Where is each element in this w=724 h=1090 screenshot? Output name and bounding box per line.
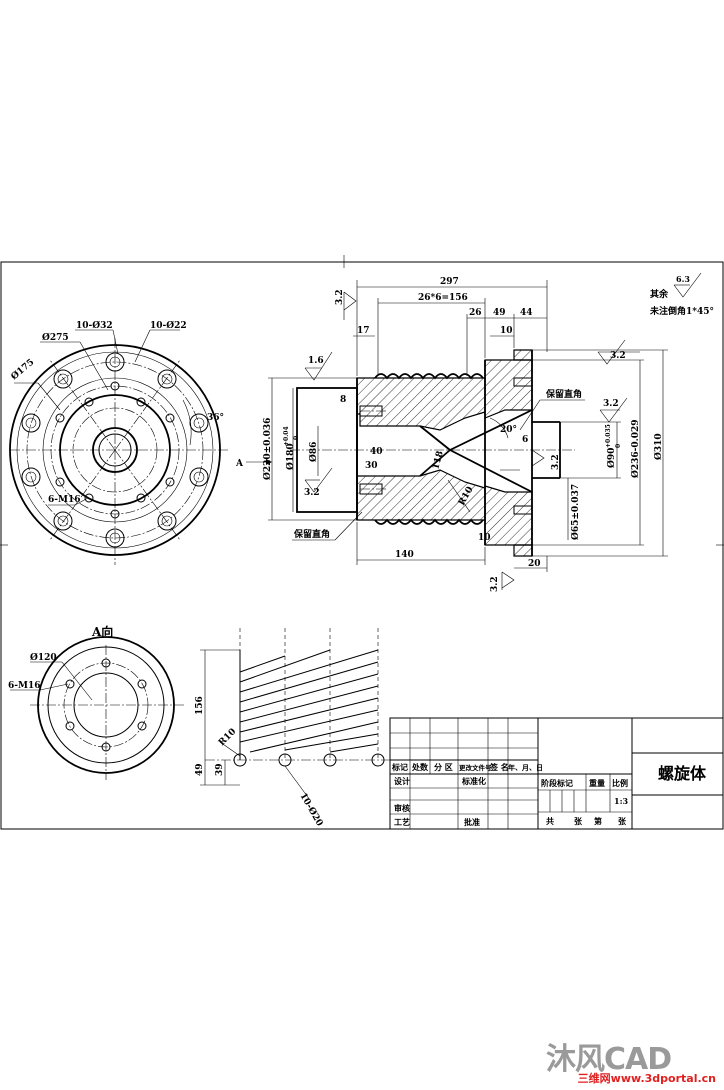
groove-dim-156: 156 (195, 696, 205, 715)
dim-44: 44 (520, 308, 533, 318)
tb-sheet-no: 第 (594, 816, 602, 826)
view-a-dia-120: Ø120 (30, 652, 57, 663)
roughness-face: 3.2 (551, 454, 561, 470)
tb-header-zone: 分 区 (434, 762, 453, 772)
tb-header-mark: 标记 (391, 762, 408, 772)
dia-180: Ø180 (285, 443, 296, 470)
dia-275-label: Ø275 (42, 332, 69, 343)
roughness-mid: 3.2 (304, 488, 320, 498)
dim-17: 17 (357, 326, 370, 336)
dim-6: 6 (522, 435, 528, 445)
overall-length: 297 (440, 277, 459, 287)
dim-118: 118 (431, 450, 446, 471)
threaded-holes-m16 (55, 381, 175, 519)
dim-20-bottom: 20 (528, 559, 541, 569)
watermark-logo: 沐风CAD (546, 1042, 672, 1077)
tb-scale: 比例 (612, 778, 628, 788)
title-block (389, 717, 724, 830)
dia-86: Ø86 (308, 442, 319, 462)
groove-dim-39: 39 (215, 763, 225, 776)
dim-40: 40 (370, 447, 383, 457)
dia-90: Ø90 (606, 448, 617, 468)
groove-dim-r10: R10 (217, 727, 238, 748)
thread-holes-label: 6-M16 (48, 495, 80, 505)
dia-65: Ø65±0.037 (570, 484, 581, 540)
dia-90-tol-lower: 0 (615, 444, 622, 448)
view-a (10, 636, 185, 780)
dia-220: Ø220±0.036 (262, 418, 273, 480)
tb-scale-value: 1:3 (614, 796, 629, 806)
view-a-thread-holes: 6-M16 (8, 681, 40, 691)
roughness-bore: 3.2 (603, 399, 619, 409)
tb-header-count: 处数 (411, 762, 429, 772)
roughness-symbols (304, 272, 702, 590)
section-dims (268, 280, 668, 572)
groove-holes-20: 10-Ø20 (297, 791, 325, 828)
notes-chamfer: 未注倒角1*45° (649, 305, 714, 317)
holes-32-label: 10-Ø32 (76, 320, 113, 331)
dim-10-bottom: 10 (478, 533, 491, 543)
groove-development (200, 628, 390, 801)
dia-175-label: Ø175 (9, 357, 36, 383)
dia-180-tol-lower: 0 (293, 436, 300, 440)
front-view (9, 329, 228, 565)
tb-stage-mark: 阶段标记 (541, 778, 573, 788)
tb-standard: 标准化 (461, 776, 486, 786)
tb-process: 工艺 (394, 817, 410, 827)
tb-header-change: 更改文件号 (459, 763, 492, 772)
roughness-top: 3.2 (335, 289, 345, 305)
tb-designer: 设计 (394, 776, 410, 786)
roughness-right: 3.2 (610, 351, 626, 361)
tb-weight: 重量 (589, 778, 605, 788)
dia-90-tol-upper: +0.035 (605, 424, 612, 448)
roughness-left: 1.6 (308, 356, 324, 366)
keep-sharp-right: 保留直角 (545, 388, 582, 400)
tb-sheets-total: 共 (546, 816, 554, 826)
view-a-title: A向 (91, 624, 113, 639)
dim-30: 30 (365, 461, 378, 471)
dia-236: Ø236-0.029 (630, 419, 641, 478)
dim-10-top: 10 (500, 326, 513, 336)
tb-sheets-unit: 张 (574, 816, 583, 826)
watermark: 沐风CAD 三维网www.3dportal.cn (546, 1032, 716, 1088)
angle-20: 20° (500, 425, 517, 435)
tb-review: 审核 (394, 803, 410, 813)
notes-rest-roughness: 6.3 (676, 274, 690, 284)
part-name: 螺旋体 (658, 764, 707, 783)
angle-36-label: 36° (207, 413, 224, 423)
dia-180-tol-upper: +0.04 (283, 426, 290, 446)
groove-dim-49: 49 (195, 763, 205, 776)
notes-rest-label: 其余 (650, 288, 669, 300)
holes-22-label: 10-Ø22 (150, 320, 187, 331)
tb-sheet-unit2: 张 (618, 816, 627, 826)
roughness-bottom: 3.2 (490, 576, 500, 592)
drawing-frame (0, 261, 724, 830)
watermark-site: 三维网www.3dportal.cn (577, 1072, 716, 1085)
dim-140: 140 (395, 550, 414, 560)
keep-sharp-left: 保留直角 (293, 528, 330, 540)
dim-8: 8 (340, 395, 346, 405)
tb-header-sign: 签 名 (489, 762, 509, 772)
bolt-holes-32 (21, 352, 209, 548)
tb-approve: 批准 (464, 817, 480, 827)
dim-49: 49 (493, 308, 506, 318)
tb-header-date: 年、月、日 (508, 763, 543, 772)
view-arrow-label: A (235, 459, 244, 469)
dia-310: Ø310 (653, 433, 664, 460)
dim-26: 26 (469, 308, 482, 318)
thread-pitch: 26*6=156 (418, 293, 468, 303)
section-view (290, 349, 575, 557)
